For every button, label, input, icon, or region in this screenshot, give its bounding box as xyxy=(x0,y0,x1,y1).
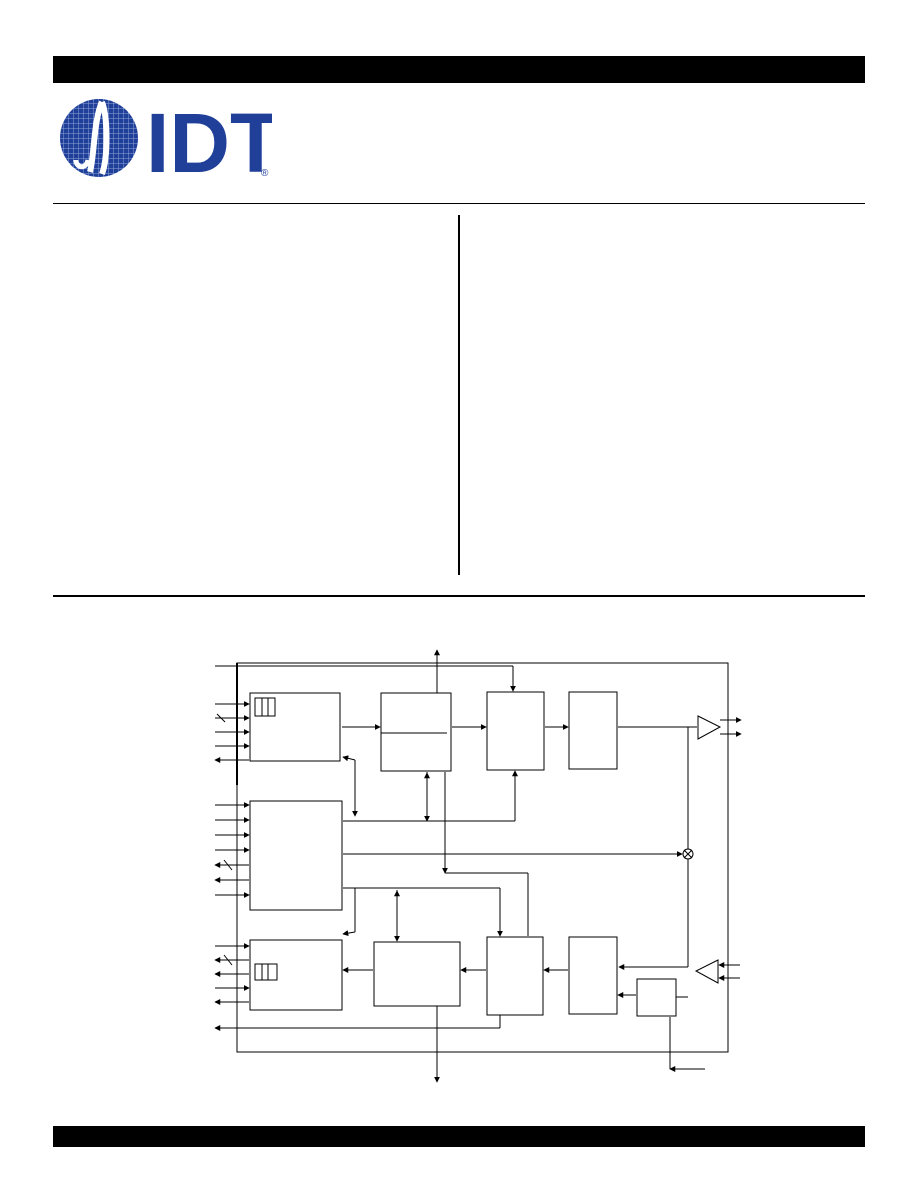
block-decoder xyxy=(486,936,544,1016)
chip-outline xyxy=(236,662,729,1053)
header-bar xyxy=(53,56,865,83)
block-rx-processor xyxy=(373,941,461,1007)
receiver-triangle-icon xyxy=(694,959,719,984)
block-tx-driver xyxy=(568,691,618,770)
register-icon xyxy=(254,963,278,981)
block-encoder xyxy=(486,691,545,771)
trademark-mark: ® xyxy=(261,168,269,178)
logo-wordmark: IDT xyxy=(146,98,272,178)
block-tx-interface xyxy=(249,692,341,762)
block-control xyxy=(249,800,343,911)
globe-icon xyxy=(60,99,138,177)
column-divider xyxy=(458,215,460,575)
block-diagram xyxy=(214,649,742,1083)
block-tx-processor xyxy=(380,692,452,772)
block-clock-recovery xyxy=(636,978,677,1017)
register-icon xyxy=(254,697,276,717)
block-rx-receiver xyxy=(568,936,618,1015)
header-rule xyxy=(53,203,865,204)
idt-logo: IDT ® xyxy=(60,98,272,178)
section-rule xyxy=(53,595,865,597)
block-rx-interface xyxy=(249,939,343,1011)
driver-triangle-icon xyxy=(697,715,722,740)
footer-bar xyxy=(53,1126,865,1147)
